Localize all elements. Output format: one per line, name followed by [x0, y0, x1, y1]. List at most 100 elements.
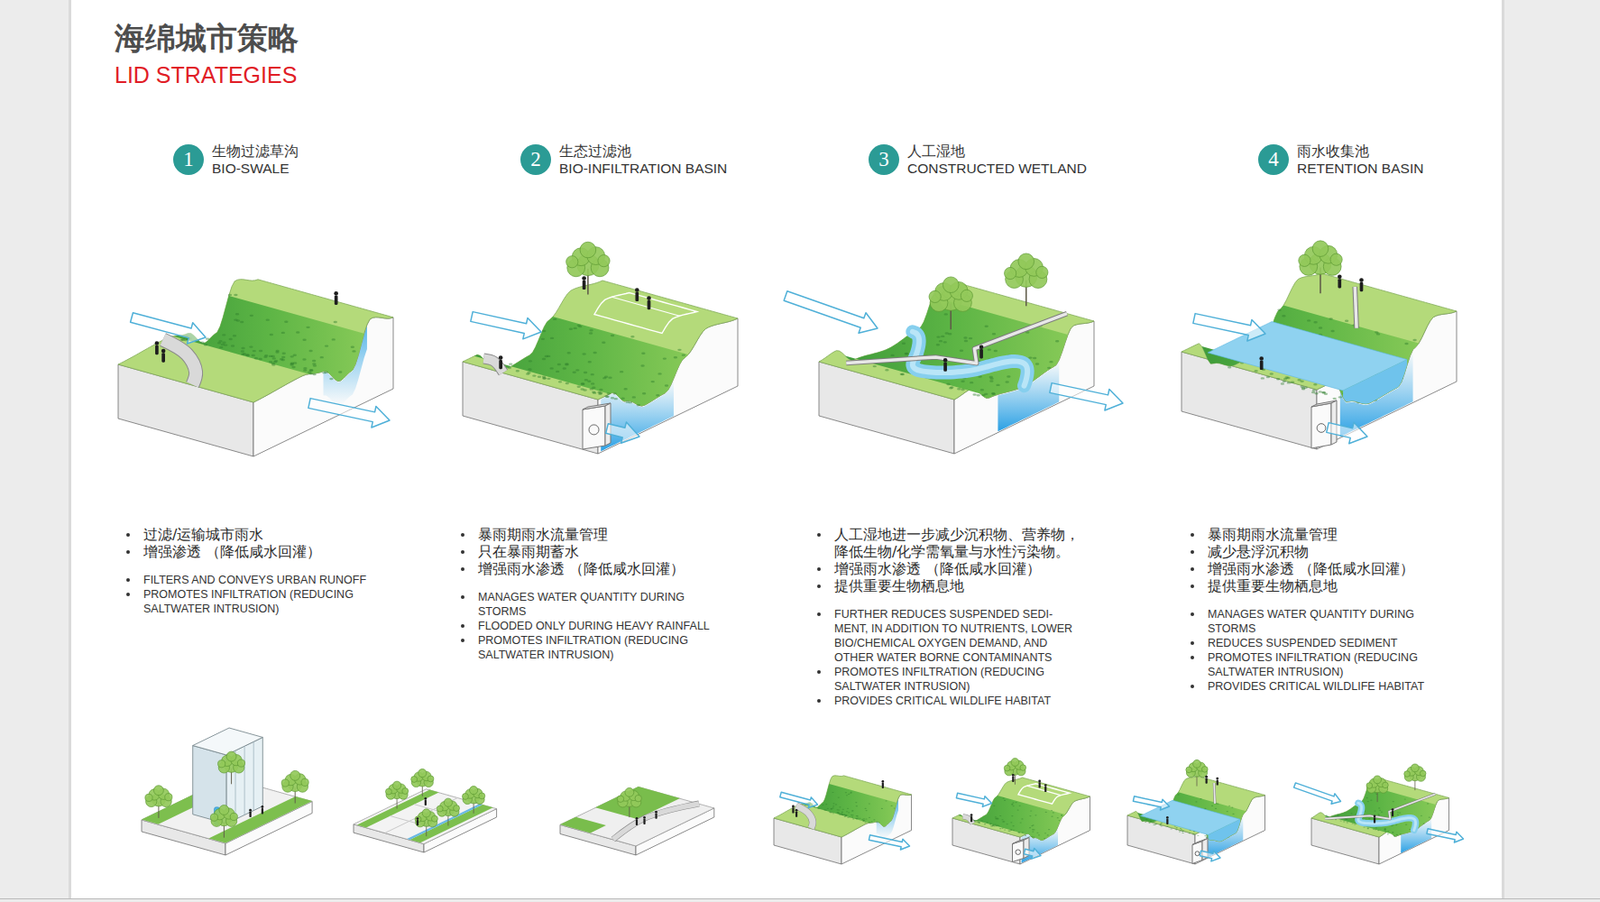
vegetation-fleck: [1057, 819, 1060, 821]
bullet-item: 只在暴雨期蓄水: [459, 542, 730, 561]
vegetation-fleck: [841, 814, 844, 816]
person-head: [161, 349, 166, 354]
vegetation-fleck: [1169, 827, 1172, 829]
vegetation-fleck: [1367, 800, 1370, 802]
vegetation-fleck: [673, 356, 678, 359]
vegetation-fleck: [825, 809, 828, 811]
tree: [1298, 240, 1343, 294]
person-head: [248, 809, 252, 812]
vegetation-fleck: [994, 816, 997, 818]
vegetation-fleck: [630, 335, 635, 338]
boardwalk: [1324, 793, 1435, 819]
bullet-dot: [460, 624, 465, 628]
vegetation-fleck: [1047, 367, 1051, 369]
person: [643, 816, 646, 825]
vegetation-fleck: [515, 369, 520, 372]
tree-canopy: [218, 760, 226, 768]
vegetation-fleck: [610, 334, 615, 337]
vegetation-fleck: [542, 358, 546, 360]
green-building-thumbnail: [141, 727, 313, 856]
vegetation-fleck: [1306, 319, 1311, 322]
heading-chinese: 雨水收集池: [1296, 142, 1424, 160]
person-head: [979, 344, 984, 350]
vegetation-fleck: [1312, 389, 1316, 392]
vegetation-fleck: [1029, 827, 1031, 828]
flow-arrow: [468, 305, 543, 342]
vegetation-fleck: [205, 337, 210, 340]
bullet-dot: [817, 533, 821, 537]
chinese-bullet-list: 过滤/运输城市雨水增强渗透 （降低咸水回灌）: [124, 525, 396, 561]
vegetation-fleck: [1205, 836, 1208, 838]
vegetation-fleck: [258, 349, 263, 352]
vegetation-fleck: [960, 379, 965, 382]
vegetation-fleck: [1412, 339, 1417, 341]
person-body: [634, 292, 639, 302]
vegetation-fleck: [549, 367, 553, 369]
vegetation-fleck: [1283, 377, 1288, 380]
tree: [462, 786, 486, 814]
vegetation-fleck: [855, 801, 857, 803]
tree: [616, 787, 642, 818]
paving-line: [385, 797, 459, 833]
vegetation-fleck: [578, 325, 582, 328]
vegetation-fleck: [1160, 822, 1163, 824]
vegetation-fleck: [1266, 376, 1270, 378]
person: [155, 340, 160, 355]
vegetation-fleck: [903, 352, 908, 355]
flow-arrow: [779, 789, 819, 810]
vegetation-fleck: [557, 363, 561, 366]
vegetation-fleck: [839, 813, 842, 815]
vegetation-fleck: [1211, 805, 1214, 807]
tree-canopy: [1018, 253, 1035, 270]
vegetation-fleck: [636, 404, 641, 406]
vegetation-fleck: [588, 329, 593, 332]
vegetation-fleck: [240, 353, 245, 356]
vegetation-fleck: [1020, 818, 1023, 819]
terrain: [773, 775, 912, 837]
vegetation-fleck: [1057, 817, 1059, 819]
vegetation-fleck: [235, 312, 240, 315]
vegetation-fleck: [592, 351, 597, 354]
tree-canopy: [402, 788, 409, 795]
person: [634, 287, 640, 302]
vegetation-fleck: [856, 818, 859, 819]
vegetation-fleck: [312, 373, 316, 376]
vegetation-fleck: [1338, 395, 1343, 398]
vegetation-fleck: [1199, 798, 1202, 800]
vegetation-fleck: [1017, 831, 1020, 833]
tree-canopy: [1373, 775, 1382, 784]
vegetation-fleck: [1020, 821, 1022, 823]
vegetation-fleck: [591, 391, 596, 394]
vegetation-fleck: [1301, 386, 1306, 389]
tree-canopy: [1419, 770, 1426, 777]
vegetation-fleck: [989, 379, 994, 382]
tree: [411, 769, 434, 797]
vegetation-fleck: [1050, 809, 1053, 811]
vegetation-fleck: [1179, 829, 1182, 831]
vegetation-fleck: [1034, 814, 1037, 816]
vegetation-fleck: [884, 800, 887, 801]
vegetation-fleck: [992, 392, 996, 395]
vegetation-fleck: [904, 352, 909, 355]
tree-canopy: [210, 813, 218, 821]
person: [1373, 814, 1377, 823]
vegetation-fleck: [1404, 342, 1408, 345]
bullet-text: PROMOTES INFILTRATION (REDUCING SALTWATE…: [143, 588, 354, 616]
vegetation-fleck: [221, 341, 226, 344]
person: [581, 275, 587, 290]
vegetation-fleck: [302, 339, 306, 341]
person-head: [1204, 775, 1208, 779]
vegetation-fleck: [542, 330, 546, 332]
vegetation-fleck: [1149, 820, 1152, 822]
flow-arrow: [306, 392, 392, 431]
tree: [436, 798, 460, 826]
vegetation-fleck: [245, 353, 249, 356]
vegetation-fleck: [1009, 830, 1012, 832]
tree-canopy: [1004, 266, 1017, 279]
vegetation-fleck: [1340, 819, 1343, 821]
vegetation-fleck: [1177, 793, 1179, 795]
vegetation-fleck: [1159, 823, 1162, 825]
vegetation-fleck: [528, 359, 533, 362]
vegetation-fleck: [1001, 818, 1003, 820]
person-head: [1373, 814, 1377, 818]
